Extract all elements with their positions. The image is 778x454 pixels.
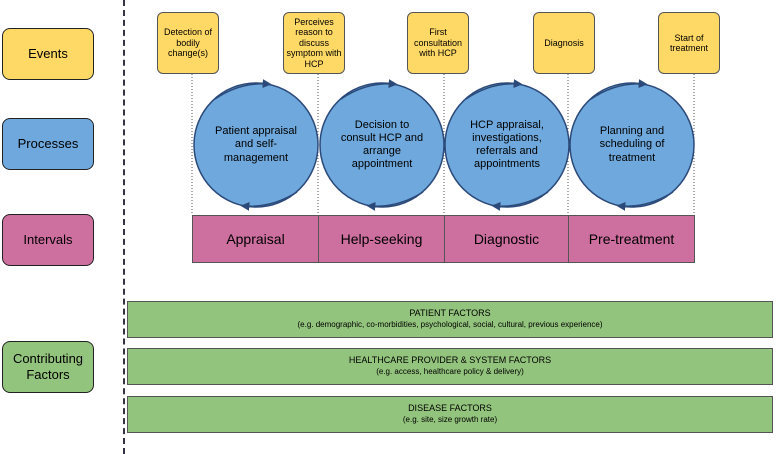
- process-text-3: HCP appraisal, investigations, referrals…: [470, 118, 544, 171]
- factor-healthcare-sub: (e.g. access, healthcare policy & delive…: [376, 367, 524, 377]
- row-label-contributing-factors: Contributing Factors: [2, 341, 94, 393]
- factor-disease-sub: (e.g. site, size growth rate): [402, 415, 498, 425]
- event-detection-text: Detection of bodily change(s): [163, 27, 213, 59]
- interval-help-seeking: Help-seeking: [318, 215, 445, 263]
- row-label-processes-text: Processes: [17, 136, 79, 152]
- interval-appraisal: Appraisal: [192, 215, 319, 263]
- event-first-consultation-text: First consultation with HCP: [413, 27, 463, 59]
- factor-healthcare-title: HEALTHCARE PROVIDER & SYSTEM FACTORS: [348, 355, 552, 366]
- process-circle-2: [319, 79, 445, 211]
- dashed-divider: [123, 0, 125, 454]
- row-label-events-text: Events: [28, 46, 68, 62]
- event-perceives-reason: Perceives reason to discuss symptom with…: [283, 12, 345, 74]
- interval-help-seeking-text: Help-seeking: [340, 231, 423, 247]
- factor-patient: PATIENT FACTORS (e.g. demographic, co-mo…: [127, 301, 773, 338]
- interval-appraisal-text: Appraisal: [226, 231, 285, 247]
- row-label-contributing-text: Contributing Factors: [12, 351, 84, 382]
- event-start-treatment: Start of treatment: [658, 12, 720, 74]
- interval-diagnostic-text: Diagnostic: [473, 231, 540, 247]
- factor-patient-sub: (e.g. demographic, co-morbidities, psych…: [297, 320, 603, 330]
- event-diagnosis: Diagnosis: [533, 12, 595, 74]
- event-perceives-reason-text: Perceives reason to discuss symptom with…: [286, 17, 342, 69]
- interval-pre-treatment: Pre-treatment: [568, 215, 695, 263]
- process-text-4: Planning and scheduling of treatment: [599, 125, 665, 164]
- process-text-1: Patient appraisal and self-management: [215, 125, 297, 164]
- interval-pre-treatment-text: Pre-treatment: [588, 231, 675, 247]
- process-circle-3: [444, 79, 570, 211]
- row-label-events: Events: [2, 28, 94, 80]
- factor-disease: DISEASE FACTORS (e.g. site, size growth …: [127, 396, 773, 433]
- factor-healthcare: HEALTHCARE PROVIDER & SYSTEM FACTORS (e.…: [127, 348, 773, 385]
- process-circle-4: [569, 79, 695, 211]
- process-circle-1: [193, 79, 319, 211]
- row-label-intervals-text: Intervals: [23, 232, 73, 248]
- process-text-2: Decision to consult HCP and arrange appo…: [340, 118, 424, 171]
- event-detection: Detection of bodily change(s): [157, 12, 219, 74]
- factor-patient-title: PATIENT FACTORS: [409, 308, 491, 319]
- factor-disease-title: DISEASE FACTORS: [408, 403, 492, 414]
- event-diagnosis-text: Diagnosis: [544, 37, 584, 48]
- interval-diagnostic: Diagnostic: [444, 215, 569, 263]
- event-start-treatment-text: Start of treatment: [669, 32, 709, 53]
- row-label-processes: Processes: [2, 118, 94, 170]
- row-label-intervals: Intervals: [2, 214, 94, 266]
- event-first-consultation: First consultation with HCP: [407, 12, 469, 74]
